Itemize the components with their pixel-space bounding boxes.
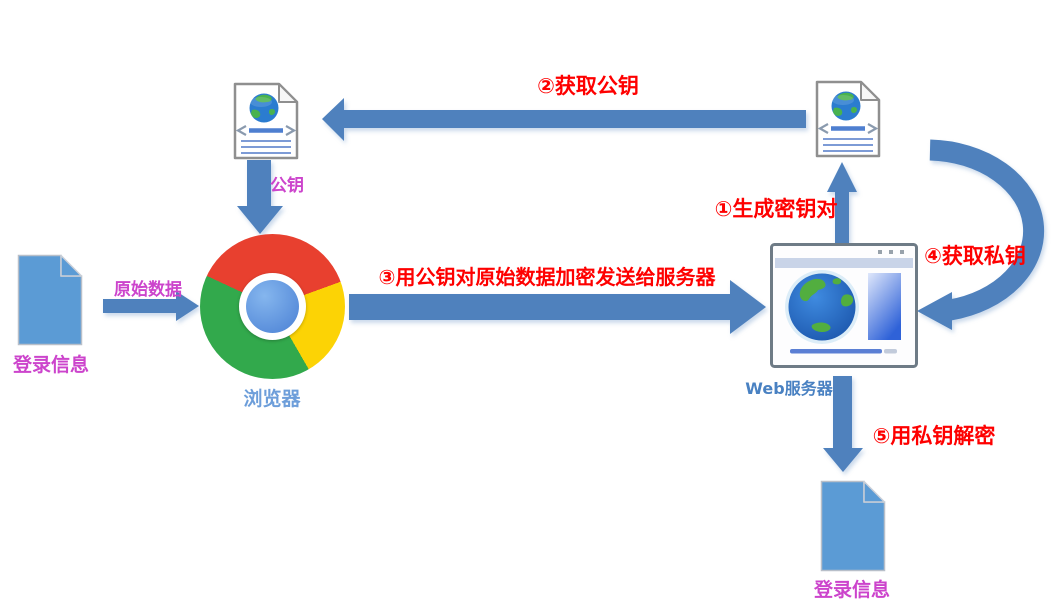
code-angle-right-icon [867, 123, 879, 134]
window-dot-icon [889, 250, 893, 254]
arrow-step1-generate-keypair [827, 162, 857, 243]
step3-label: ③用公钥对原始数据加密发送给服务器 [378, 265, 716, 289]
public-key-label: 公钥 [270, 176, 304, 196]
window-dot-icon [900, 250, 904, 254]
web-server-icon [770, 243, 918, 368]
login-document-icon [17, 254, 83, 346]
public-key-certificate-icon [233, 82, 299, 160]
window-status-bar [790, 349, 882, 354]
step1-label: ①生成密钥对 [714, 197, 838, 221]
login-info-bottom-label: 登录信息 [813, 579, 891, 601]
code-angle-left-icon [235, 125, 247, 136]
arrow-public-key-down [237, 160, 283, 234]
step2-label: ②获取公钥 [537, 74, 639, 98]
window-dot-icon [878, 250, 882, 254]
window-side-panel [868, 273, 901, 340]
step5-label: ⑤用私钥解密 [872, 424, 996, 448]
window-toolbar [775, 258, 913, 268]
browser-label: 浏览器 [243, 388, 301, 410]
arrow-step3-send-encrypted [349, 280, 766, 334]
window-status-bar-end [884, 349, 897, 354]
server-label: Web服务器 [745, 379, 833, 398]
arrow-step2-get-public-key [322, 98, 806, 141]
code-angle-right-icon [285, 125, 297, 136]
login-document-icon [820, 480, 886, 572]
arrow-step5-decrypt [823, 376, 863, 472]
arrow-step4-curve [929, 139, 1045, 321]
raw-data-label: 原始数据 [114, 280, 182, 300]
chrome-logo-icon [200, 234, 345, 379]
keypair-certificate-icon [815, 80, 881, 158]
arrow-step4-head [917, 292, 952, 330]
login-info-left-label: 登录信息 [12, 354, 90, 376]
arrow-raw-data [103, 291, 199, 321]
code-angle-left-icon [817, 123, 829, 134]
step4-label: ④获取私钥 [924, 244, 1026, 268]
